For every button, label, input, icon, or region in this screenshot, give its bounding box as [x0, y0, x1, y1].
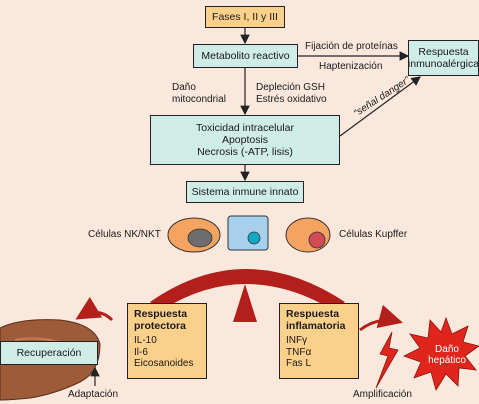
fases-label: Fases I, II y III: [212, 10, 278, 23]
fijacion-label: Fijación de proteínas: [305, 41, 398, 52]
protectora-title-2: protectora: [134, 320, 186, 333]
inflamatoria-item: Fas L: [286, 358, 312, 370]
amplification-arrow: [359, 304, 403, 332]
adaptacion-label: Adaptación: [68, 389, 119, 400]
kupffer-label: Células Kupffer: [339, 229, 408, 240]
respuesta-inflamatoria-box: Respuesta inflamatoria INFγ TNFα Fas L: [279, 303, 359, 379]
respuesta-protectora-box: Respuesta protectora IL-10 Il-6 Eicosano…: [127, 303, 207, 379]
recuperacion-label: Recuperación: [16, 346, 82, 359]
dano-line-2: hepático: [428, 355, 466, 366]
dano-mito-line-2: mitocondrial: [172, 93, 226, 105]
lightning-icon: [375, 331, 399, 389]
dano-line-1: Daño: [435, 343, 459, 355]
protectora-item: Il-6: [134, 346, 148, 358]
respuesta-inmunoalergica-box: Respuesta inmunoalérgica: [408, 40, 479, 76]
toxicidad-line-1: Toxicidad intracelular: [195, 121, 295, 134]
recovery-arrow: [75, 296, 114, 322]
protectora-title-1: Respuesta: [134, 308, 188, 320]
amplificacion-label: Amplificación: [353, 389, 412, 400]
balance-arc: [150, 269, 345, 310]
inflamatoria-title-1: Respuesta: [286, 308, 340, 320]
metabolito-label: Metabolito reactivo: [201, 49, 290, 62]
respuesta-inmuno-line-2: inmunoalérgica: [407, 58, 479, 70]
deplecion-label: Depleción GSH Estrés oxidativo: [256, 82, 327, 105]
nk-cell-nucleus: [187, 228, 213, 248]
deplecion-line-1: Depleción GSH: [256, 82, 325, 93]
arrow-toxicidad-respuesta: [339, 76, 421, 137]
dano-hepatico-label: Daño hepático: [420, 338, 474, 372]
dano-mito-line-1: Daño: [172, 82, 196, 93]
lymph-cell: [227, 215, 269, 251]
inflamatoria-item: INFγ: [286, 335, 308, 347]
inflamatoria-item: TNFα: [286, 346, 312, 358]
kupffer-cell-nucleus: [308, 231, 326, 249]
metabolito-box: Metabolito reactivo: [193, 44, 298, 68]
protectora-item: IL-10: [134, 335, 157, 347]
damage-starburst: [402, 316, 479, 391]
deplecion-line-2: Estrés oxidativo: [256, 93, 327, 105]
toxicidad-box: Toxicidad intracelular Apoptosis Necrosi…: [150, 115, 340, 165]
toxicidad-line-2: Apoptosis: [221, 133, 269, 146]
dano-mitocondrial-label: Daño mitocondrial: [172, 82, 226, 105]
toxicidad-line-3: Necrosis (-ATP, lisis): [197, 146, 293, 159]
balance-fulcrum: [233, 284, 257, 322]
lymph-cell-nucleus: [247, 231, 261, 245]
recuperacion-box: Recuperación: [0, 341, 98, 365]
nk-nkt-label: Células NK/NKT: [88, 229, 161, 240]
fases-box: Fases I, II y III: [205, 6, 285, 28]
respuesta-inmuno-line-1: Respuesta: [418, 45, 469, 58]
sistema-inmune-label: Sistema inmune innato: [191, 185, 299, 198]
sistema-inmune-box: Sistema inmune innato: [186, 181, 304, 203]
protectora-item: Eicosanoides: [134, 358, 194, 370]
inflamatoria-title-2: inflamatoria: [286, 320, 346, 333]
haptenizacion-label: Haptenización: [319, 61, 383, 72]
